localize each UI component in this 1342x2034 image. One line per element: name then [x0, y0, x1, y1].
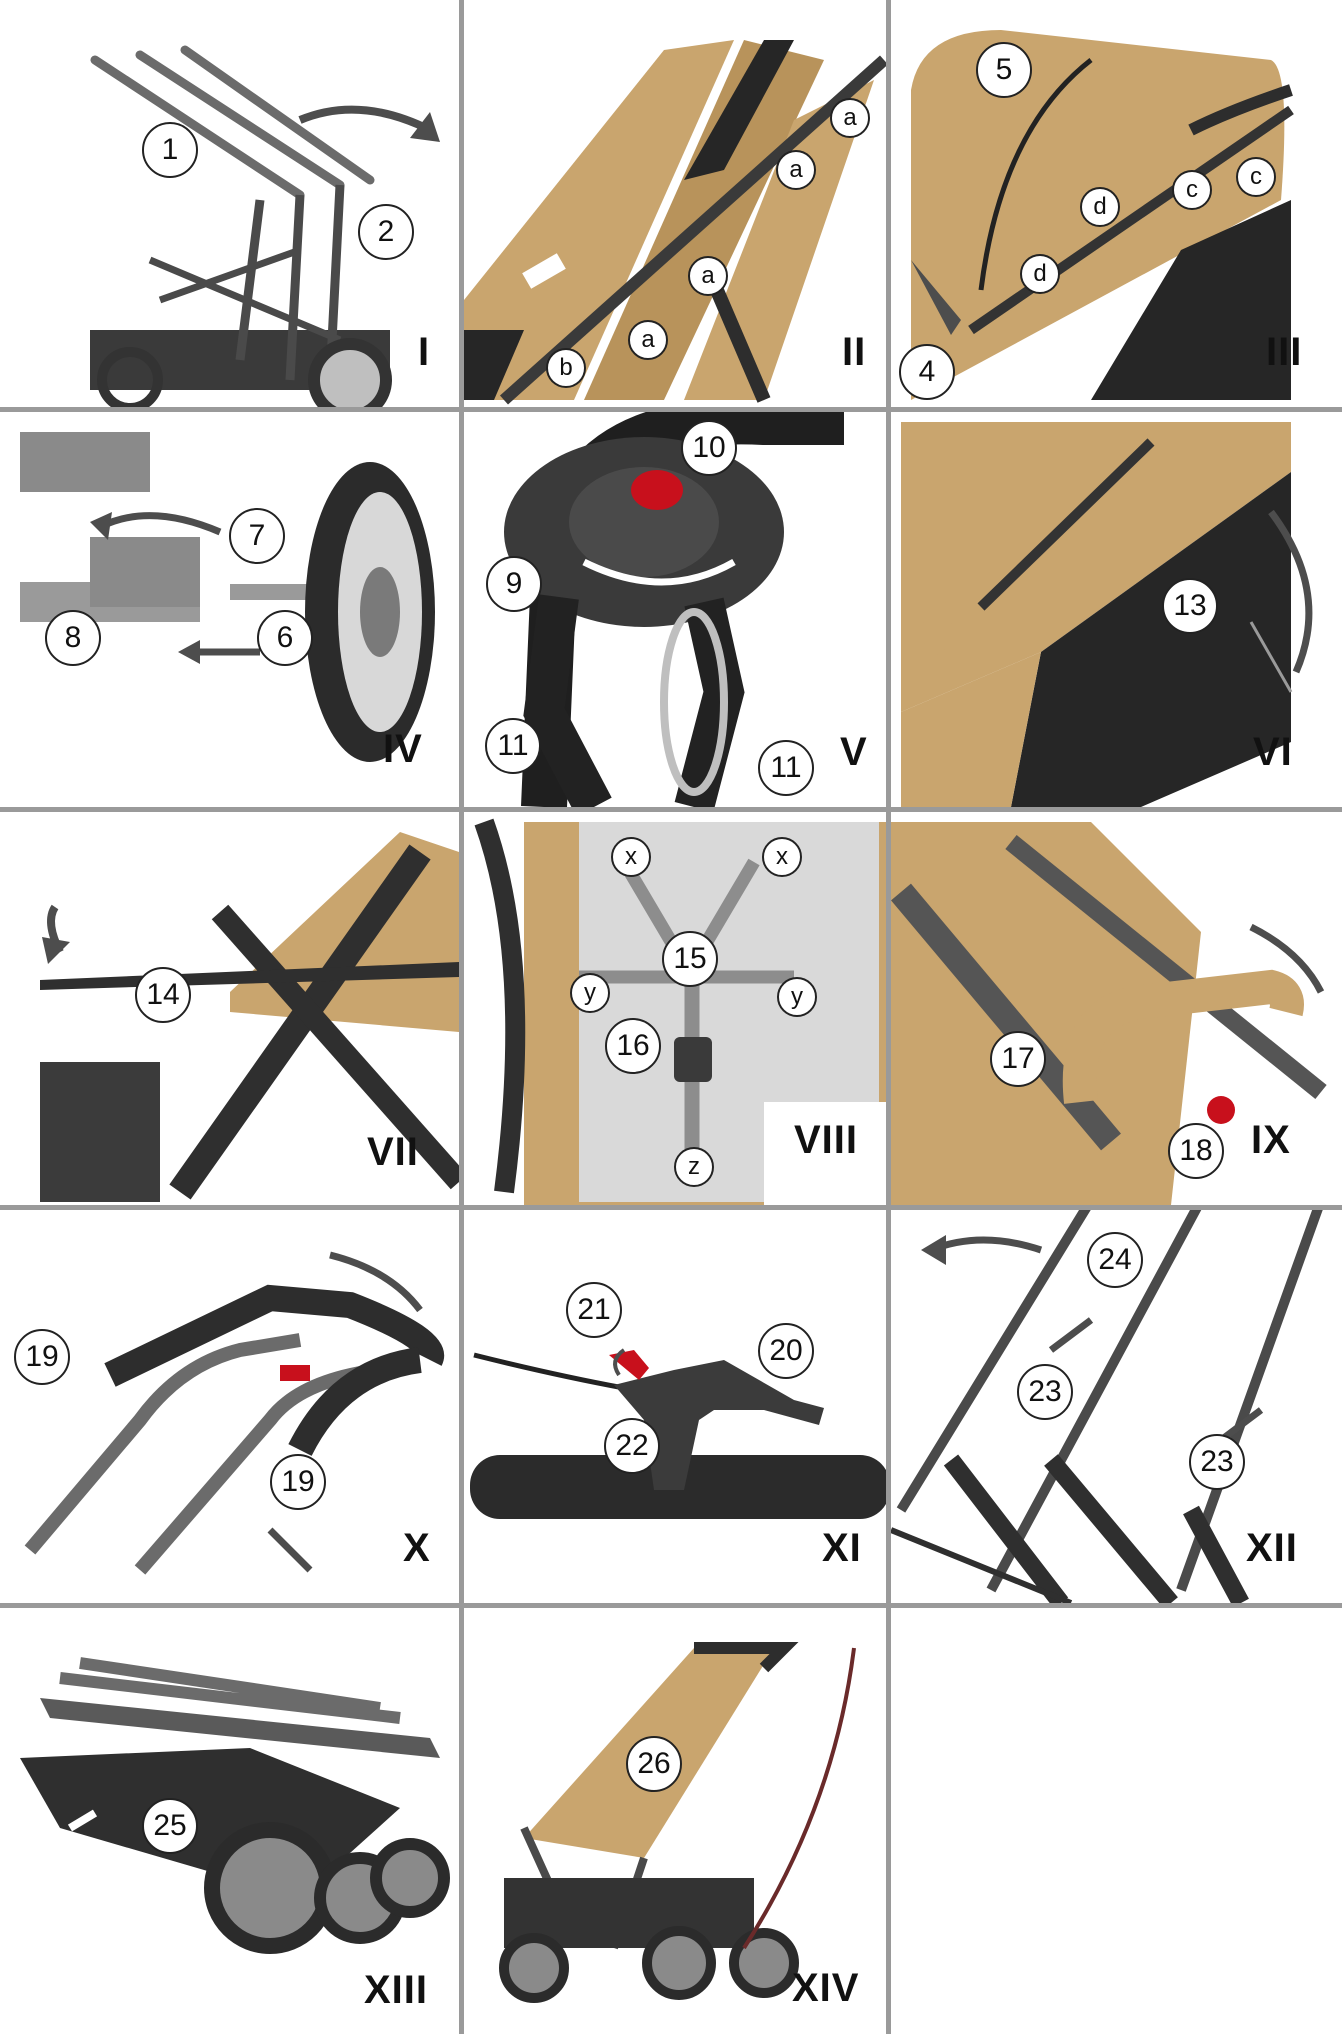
panel-label: IV	[383, 727, 423, 771]
callout-y-right: y	[777, 977, 817, 1017]
panel-ix: 17 18 IX	[891, 812, 1342, 1205]
panel-vi: 13 VI	[891, 412, 1342, 807]
panel-i: 1 2 I	[0, 0, 459, 407]
callout-1: 1	[142, 122, 198, 178]
callout-b: b	[546, 348, 586, 388]
callout-6: 6	[257, 610, 313, 666]
callout-d-1: d	[1080, 187, 1120, 227]
callout-25: 25	[142, 1798, 198, 1854]
panel-iv: 7 8 6 IV	[0, 412, 459, 807]
callout-a-4: a	[628, 320, 668, 360]
callout-23-right: 23	[1189, 1434, 1245, 1490]
panel-label: X	[403, 1526, 431, 1570]
callout-23-left: 23	[1017, 1364, 1073, 1420]
callout-15: 15	[662, 931, 718, 987]
panel-xii: 24 23 23 XII	[891, 1210, 1342, 1603]
grid-divider-horizontal-1	[0, 407, 1342, 412]
panel-label: V	[840, 730, 868, 774]
panel-xi: 21 20 22 XI	[464, 1210, 886, 1603]
grid-divider-horizontal-4	[0, 1603, 1342, 1608]
panel-v: 10 9 11 11 V	[464, 412, 886, 807]
callout-20: 20	[758, 1323, 814, 1379]
callout-24: 24	[1087, 1232, 1143, 1288]
callout-a-2: a	[776, 150, 816, 190]
panel-vii: 14 VII	[0, 812, 459, 1205]
callout-14: 14	[135, 967, 191, 1023]
folding-frame-illustration	[891, 1210, 1323, 1603]
callout-11-right: 11	[758, 740, 814, 796]
handlebar-adjust-illustration	[24, 1251, 444, 1575]
callout-19-top: 19	[14, 1329, 70, 1385]
callout-18: 18	[1168, 1123, 1224, 1179]
callout-19-bottom: 19	[270, 1454, 326, 1510]
callout-9: 9	[486, 556, 542, 612]
grid-divider-horizontal-2	[0, 807, 1342, 812]
callout-c-1: c	[1172, 170, 1212, 210]
callout-a-3: a	[688, 256, 728, 296]
panel-label: VIII	[794, 1118, 859, 1162]
swivel-wheel-lock-illustration	[504, 412, 844, 807]
callout-11-left: 11	[485, 718, 541, 774]
callout-22: 22	[604, 1418, 660, 1474]
seat-fabric-illustration	[464, 40, 886, 405]
stroller-push-handle-illustration	[90, 45, 440, 407]
folded-stroller-illustration	[20, 1657, 450, 1954]
grid-divider-vertical-1	[459, 0, 464, 2034]
footrest-illustration	[40, 832, 459, 1202]
grid-divider-vertical-2	[886, 0, 891, 2034]
panel-viii: x x 15 y y 16 z VIII	[464, 812, 886, 1205]
wheel-removal-illustration	[20, 432, 435, 762]
callout-y-left: y	[570, 973, 610, 1013]
callout-z: z	[674, 1147, 714, 1187]
callout-4: 4	[899, 344, 955, 400]
panel-label: I	[418, 330, 431, 374]
panel-label: IX	[1251, 1118, 1291, 1162]
brake-lever-illustration	[470, 1348, 886, 1519]
panel-ii: a a a a b II	[464, 0, 886, 407]
callout-8: 8	[45, 610, 101, 666]
callout-10: 10	[681, 420, 737, 476]
panel-label: VII	[367, 1130, 419, 1174]
panel-label: VI	[1253, 730, 1293, 774]
panel-x: 19 19 X	[0, 1210, 459, 1603]
callout-26: 26	[626, 1736, 682, 1792]
backrest-adjust-illustration	[901, 422, 1313, 807]
panel-label: XIV	[792, 1966, 860, 2010]
panel-xiii: 25 XIII	[0, 1608, 459, 2034]
panel-xiv: 26 XIV	[464, 1608, 886, 2034]
callout-16: 16	[605, 1018, 661, 1074]
callout-2: 2	[358, 204, 414, 260]
callout-5: 5	[976, 42, 1032, 98]
harness-illustration	[474, 818, 886, 1205]
callout-x-right: x	[762, 837, 802, 877]
callout-17: 17	[990, 1031, 1046, 1087]
callout-d-2: d	[1020, 254, 1060, 294]
callout-13: 13	[1162, 578, 1218, 634]
panel-label: II	[842, 330, 867, 374]
bumper-bar-illustration	[891, 822, 1327, 1205]
callout-21: 21	[566, 1282, 622, 1338]
panel-label: III	[1266, 330, 1303, 374]
panel-iii: 5 d d c c 4 III	[891, 0, 1342, 407]
panel-label: XI	[822, 1526, 862, 1570]
panel-label: XII	[1246, 1526, 1298, 1570]
grid-divider-horizontal-3	[0, 1205, 1342, 1210]
callout-a-1: a	[830, 98, 870, 138]
callout-7: 7	[229, 508, 285, 564]
callout-x-left: x	[611, 837, 651, 877]
panel-label: XIII	[364, 1968, 429, 2012]
callout-c-2: c	[1236, 157, 1276, 197]
